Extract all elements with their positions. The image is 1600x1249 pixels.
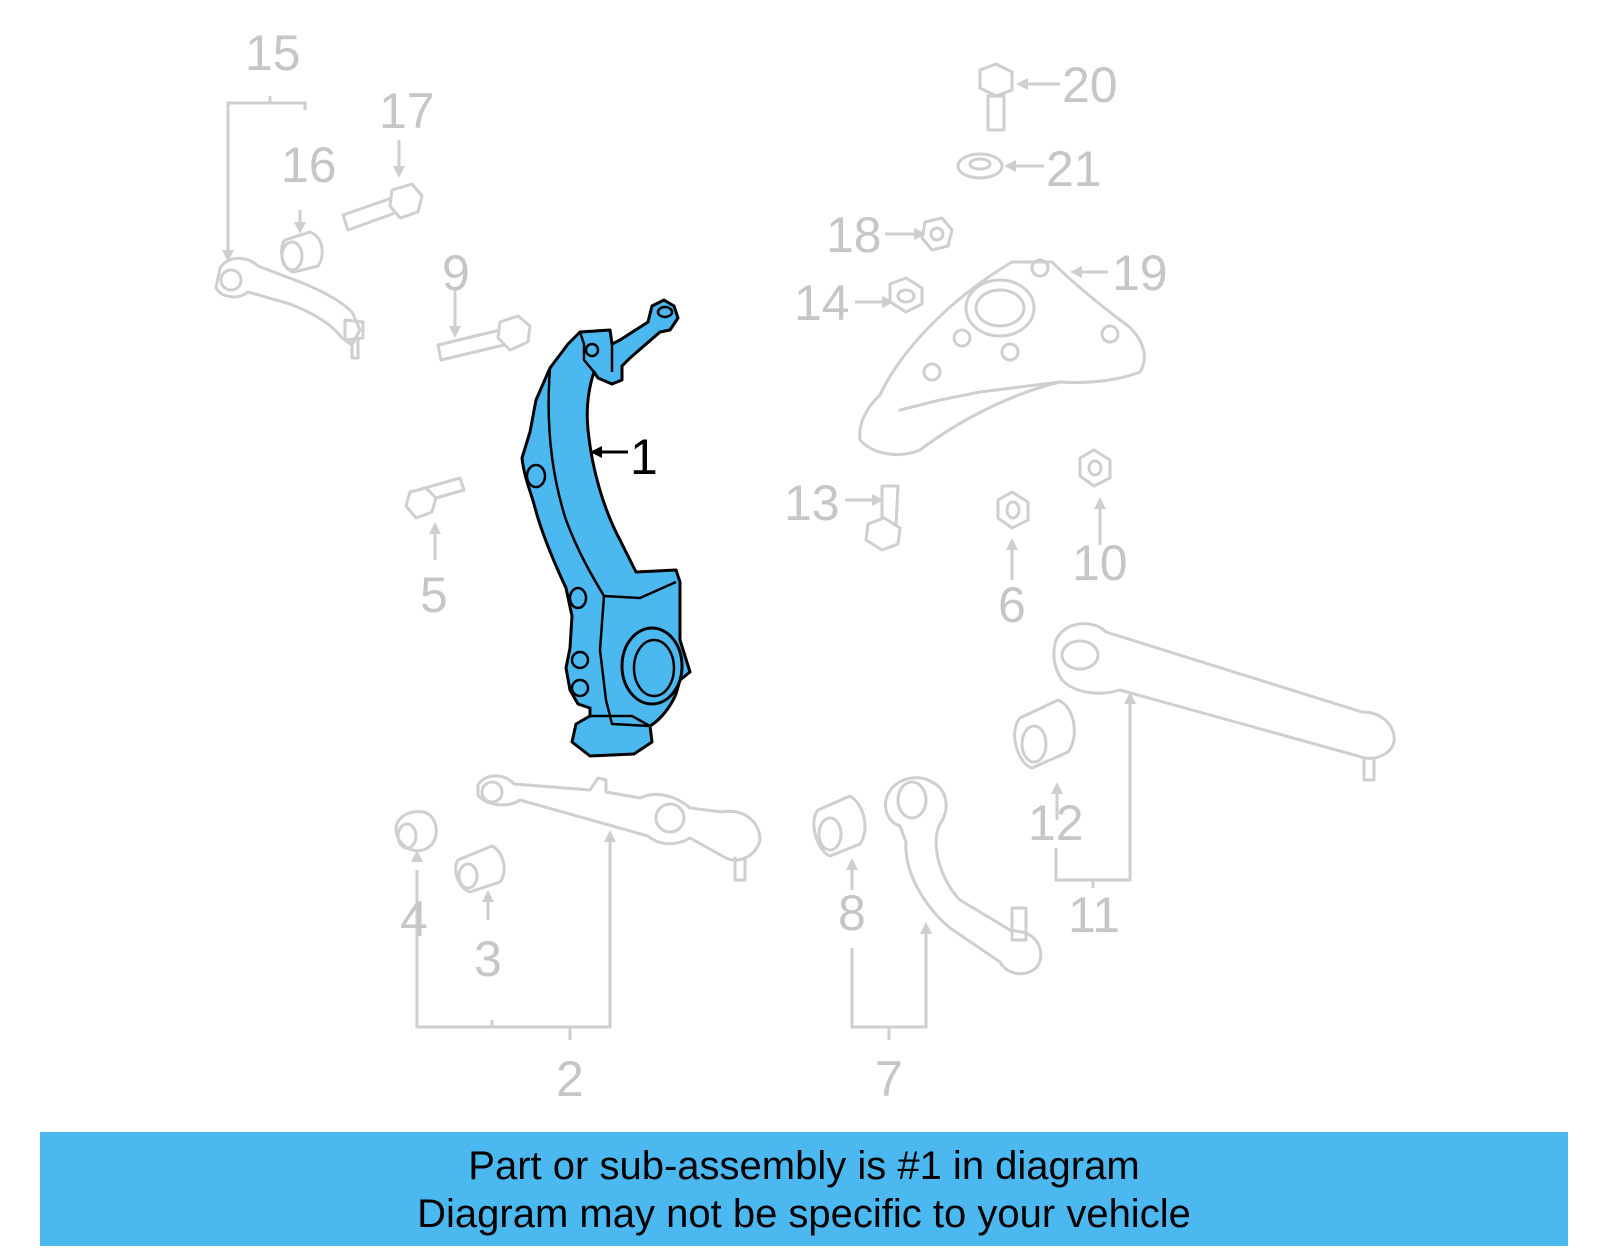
bushing-12-part bbox=[1013, 698, 1076, 770]
bushing-3-part bbox=[454, 844, 506, 894]
lower-front-arm-part bbox=[476, 774, 762, 882]
banner-line-2: Diagram may not be specific to your vehi… bbox=[417, 1192, 1191, 1236]
callout-7: 7 bbox=[875, 1051, 903, 1107]
callout-14: 14 bbox=[794, 275, 850, 331]
upper-front-arm-part bbox=[214, 256, 365, 360]
bushing-16-part bbox=[280, 230, 324, 274]
callout-9: 9 bbox=[442, 245, 470, 301]
bushing-4-part bbox=[394, 810, 438, 853]
callout-17: 17 bbox=[379, 83, 435, 139]
callout-6: 6 bbox=[998, 577, 1026, 633]
callout-15: 15 bbox=[245, 25, 301, 81]
callout-3: 3 bbox=[474, 931, 502, 987]
nut-14-part bbox=[888, 276, 924, 314]
banner-line-1: Part or sub-assembly is #1 in diagram bbox=[468, 1144, 1140, 1188]
callout-1: 1 bbox=[630, 429, 658, 485]
callout-2: 2 bbox=[556, 1051, 584, 1107]
callout-12: 12 bbox=[1028, 795, 1084, 851]
callout-21: 21 bbox=[1046, 141, 1102, 197]
upper-mount-part bbox=[858, 258, 1146, 457]
callout-8: 8 bbox=[838, 885, 866, 941]
lower-rear-arm-part bbox=[1052, 622, 1396, 782]
callout-11: 11 bbox=[1068, 887, 1120, 943]
bolt-17-part bbox=[341, 182, 424, 232]
bolt-5-part bbox=[404, 476, 466, 520]
washer-21-part bbox=[956, 152, 1004, 180]
bolt-9-part bbox=[436, 314, 532, 362]
steering-knuckle-part bbox=[520, 298, 692, 758]
callout-18: 18 bbox=[826, 207, 882, 263]
callout-13: 13 bbox=[784, 475, 840, 531]
upper-rear-arm-part bbox=[884, 776, 1043, 976]
nut-6-part bbox=[996, 490, 1030, 530]
bolt-20-part bbox=[978, 62, 1014, 132]
callout-16: 16 bbox=[281, 137, 337, 193]
leader-15 bbox=[226, 101, 307, 258]
callout-10: 10 bbox=[1072, 535, 1128, 591]
bushing-8-part bbox=[812, 794, 867, 858]
info-banner: Part or sub-assembly is #1 in diagram Di… bbox=[40, 1132, 1568, 1246]
nut-10-part bbox=[1078, 448, 1112, 488]
callout-19: 19 bbox=[1112, 245, 1168, 301]
nut-18-part bbox=[920, 216, 954, 252]
callout-5: 5 bbox=[420, 567, 448, 623]
callout-4: 4 bbox=[400, 891, 428, 947]
callout-20: 20 bbox=[1062, 57, 1118, 113]
parts-diagram: 15 16 17 9 5 1 20 21 18 19 14 13 6 10 12… bbox=[214, 25, 1396, 1107]
bolt-13-part bbox=[864, 484, 902, 552]
